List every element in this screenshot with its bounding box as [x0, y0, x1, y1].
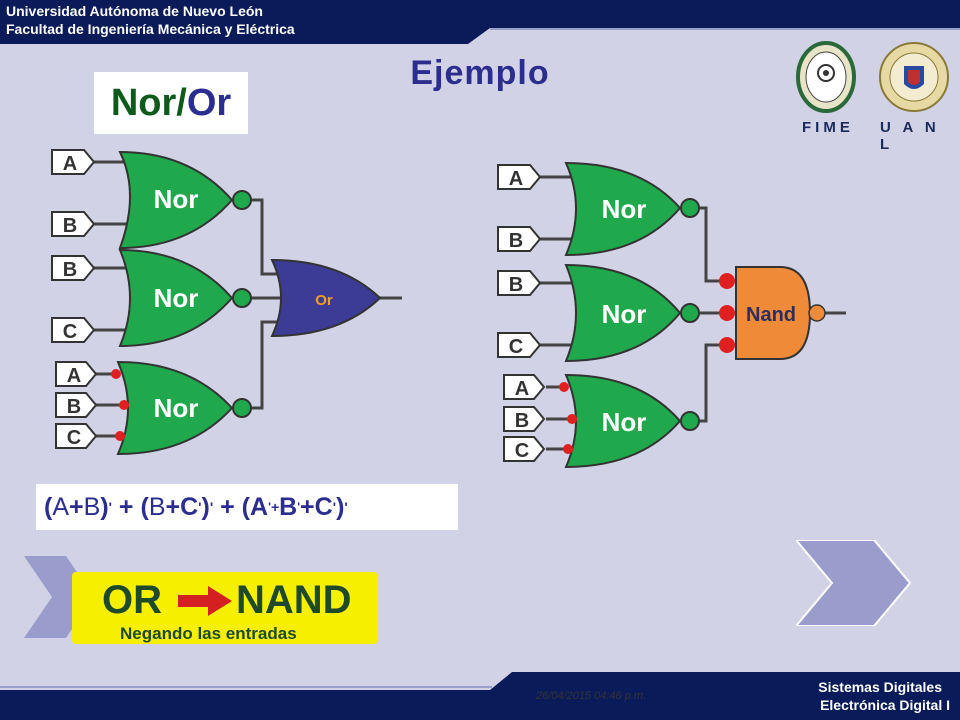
right-nor-gate-1 — [564, 161, 682, 257]
expr-token: B — [279, 492, 298, 521]
conversion-box: OR NAND Negando las entradas — [72, 572, 378, 644]
subtitle-separator: / — [176, 81, 187, 124]
left-input-6: B — [67, 396, 81, 418]
left-or-gate — [270, 258, 382, 338]
left-input-tags: A B B C A B C — [51, 149, 98, 449]
conversion-to: NAND — [236, 578, 352, 622]
expr-prime: ' — [344, 499, 348, 515]
expr-prime: ' — [297, 500, 301, 514]
left-circuit-diagram: A B B C A B C Nor Nor Nor Or — [51, 149, 402, 456]
left-input-7: C — [67, 427, 81, 449]
left-input-5: A — [67, 365, 81, 387]
expr-token: + — [270, 499, 280, 515]
uanl-label: U A N L — [880, 119, 940, 153]
expr-prime: ' — [332, 499, 337, 515]
right-input-4: C — [509, 336, 523, 358]
right-input-2: B — [509, 230, 523, 252]
left-nor-gate-3-label: Nor — [154, 393, 199, 423]
right-input-7: C — [515, 440, 529, 462]
uanl-logo-icon — [879, 42, 949, 112]
conversion-caption: Negando las entradas — [120, 624, 297, 643]
left-nor-gate-2-label: Nor — [154, 283, 199, 313]
right-nor-gate-2-label: Nor — [602, 299, 647, 329]
subtitle-nor: Nor — [110, 81, 177, 124]
right-input-3: B — [509, 274, 523, 296]
university-name: Universidad Autónoma de Nuevo León — [6, 3, 263, 19]
left-input-2: B — [63, 215, 77, 237]
slide-title: Ejemplo — [410, 54, 550, 92]
arrow-right-icon — [178, 586, 232, 616]
expr-prime: ' — [209, 499, 214, 515]
left-input-1: A — [63, 153, 77, 175]
right-nand-gate-label: Nand — [746, 304, 796, 326]
left-input-3: B — [63, 259, 77, 281]
left-input-4: C — [63, 321, 77, 343]
right-input-1: A — [509, 168, 523, 190]
right-nor-gate-3 — [564, 373, 682, 469]
expr-token: B — [148, 492, 166, 521]
fime-logo-icon — [796, 41, 856, 113]
expr-token: C — [180, 492, 199, 521]
header-bar — [0, 0, 960, 44]
left-nor-gate-2 — [118, 248, 234, 348]
expr-token: ) — [336, 492, 345, 521]
expr-token: + — [165, 492, 181, 521]
expr-token: ) — [100, 492, 109, 521]
right-input-6: B — [515, 410, 529, 432]
right-nor-gate-3-label: Nor — [602, 407, 647, 437]
next-slide-chevron-icon[interactable] — [796, 540, 912, 626]
expr-token: + ( — [213, 492, 251, 521]
left-or-gate-label: Or — [315, 292, 333, 309]
left-nor-gate-3 — [116, 360, 234, 456]
expr-prime: ' — [268, 500, 271, 514]
expr-token: + — [69, 492, 84, 521]
faculty-name: Facultad de Ingeniería Mecánica y Eléctr… — [6, 21, 295, 37]
expr-token: C — [314, 492, 333, 521]
footer-bar — [0, 672, 960, 720]
footer-date: 26/04/2015 04:46 p.m. — [536, 690, 647, 702]
boolean-expression: (A+B)' + (B+C')' + (A'+B'+C')' — [36, 484, 458, 530]
right-nor-gate-1-label: Nor — [602, 194, 647, 224]
left-nor-gate-1 — [118, 150, 234, 250]
conversion-from: OR — [102, 578, 162, 622]
expr-token: A — [52, 492, 70, 521]
subtitle-or: Or — [186, 81, 232, 124]
left-nor-gate-1-label: Nor — [154, 184, 199, 214]
expr-prime: ' — [198, 499, 202, 515]
expr-token: ( — [44, 492, 53, 521]
expr-token: + ( — [111, 492, 149, 521]
expr-token: B — [83, 492, 101, 521]
fime-label: FIME — [802, 119, 854, 136]
expr-prime: ' — [108, 499, 112, 515]
footer-course-1: Sistemas Digitales — [818, 679, 942, 695]
right-nor-gate-2 — [564, 263, 682, 363]
right-circuit-diagram: A B B C A B C Nor Nor Nor Nand — [497, 161, 846, 469]
right-input-5: A — [515, 378, 529, 400]
expr-token: + — [300, 492, 315, 521]
footer-course-2: Electrónica Digital I — [820, 697, 950, 713]
subtitle-box: Nor / Or — [94, 72, 248, 134]
expr-token: A — [250, 492, 269, 521]
expr-token: ) — [201, 492, 210, 521]
